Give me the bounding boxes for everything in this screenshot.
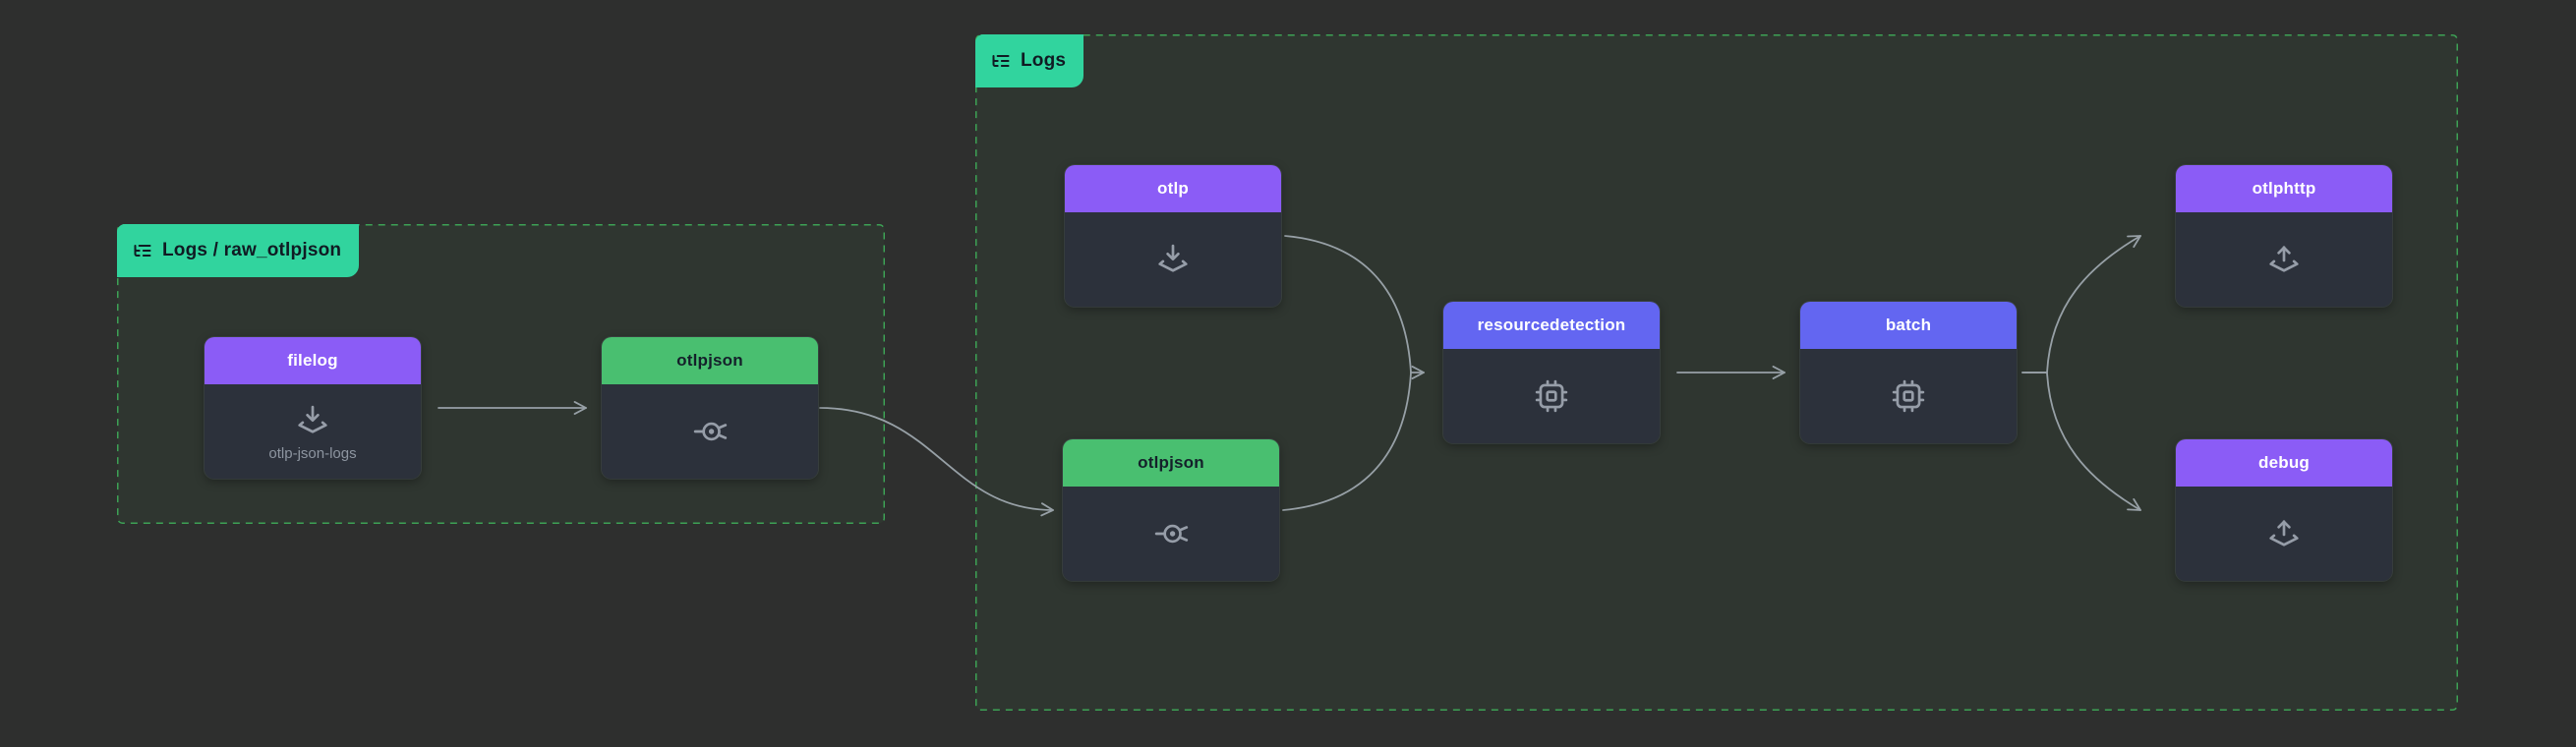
exporter-icon [2265,241,2303,278]
receiver-icon [1154,241,1192,278]
node-body [602,384,818,479]
node-title: otlphttp [2176,165,2392,212]
edge-batch-debug [2021,372,2141,511]
node-body [1065,212,1281,307]
exporter-icon [2265,515,2303,552]
pipeline-node-otlp[interactable]: otlp [1065,165,1281,307]
edge-otlpjson-resourcedetection [1282,372,1412,511]
connector-icon [1152,515,1190,552]
node-title: debug [2176,439,2392,487]
pipeline-node-filelog[interactable]: filelog otlp-json-logs [205,337,421,479]
edge-otlp-resourcedetection-arrowhead [1411,366,1425,379]
group-tag-logs-raw-otlpjson: Logs / raw_otlpjson [117,224,360,277]
edge-otlpjson-raw-otlpjson [819,407,1054,511]
node-title: otlpjson [1063,439,1279,487]
edge-otlpjson-raw-otlpjson-arrowhead [1040,502,1054,517]
processor-icon [1890,377,1927,415]
edge-otlp-resourcedetection [1284,235,1412,374]
edge-batch-otlphttp-arrowhead [2127,235,2141,248]
edge-filelog-otlpjson-raw-arrowhead [573,401,587,415]
edge-batch-debug-arrowhead [2127,498,2141,511]
node-subtitle: otlp-json-logs [268,445,357,462]
pipeline-node-otlpjson[interactable]: otlpjson [1063,439,1279,581]
group-tag-logs: Logs [975,34,1084,87]
edge-batch-otlphttp [2021,235,2141,374]
group-label: Logs [1021,50,1067,71]
node-title: otlp [1065,165,1281,212]
processor-icon [1533,377,1570,415]
node-title: filelog [205,337,421,384]
edge-resourcedetection-batch-arrowhead [1772,366,1786,379]
node-body [1443,349,1660,443]
list-tree-icon [991,51,1011,71]
pipeline-node-debug[interactable]: debug [2176,439,2392,581]
group-label: Logs / raw_otlpjson [162,240,342,260]
node-body [1063,487,1279,581]
node-title: batch [1800,302,2017,349]
pipeline-node-otlphttp[interactable]: otlphttp [2176,165,2392,307]
node-body [1800,349,2017,443]
node-title: resourcedetection [1443,302,1660,349]
node-body: otlp-json-logs [205,384,421,479]
list-tree-icon [133,241,152,260]
receiver-icon [294,402,331,439]
connector-icon [691,413,729,450]
pipeline-node-batch[interactable]: batch [1800,302,2017,443]
node-body [2176,212,2392,307]
pipeline-node-otlpjson-raw[interactable]: otlpjson [602,337,818,479]
node-title: otlpjson [602,337,818,384]
pipeline-node-resourcedetection[interactable]: resourcedetection [1443,302,1660,443]
node-body [2176,487,2392,581]
